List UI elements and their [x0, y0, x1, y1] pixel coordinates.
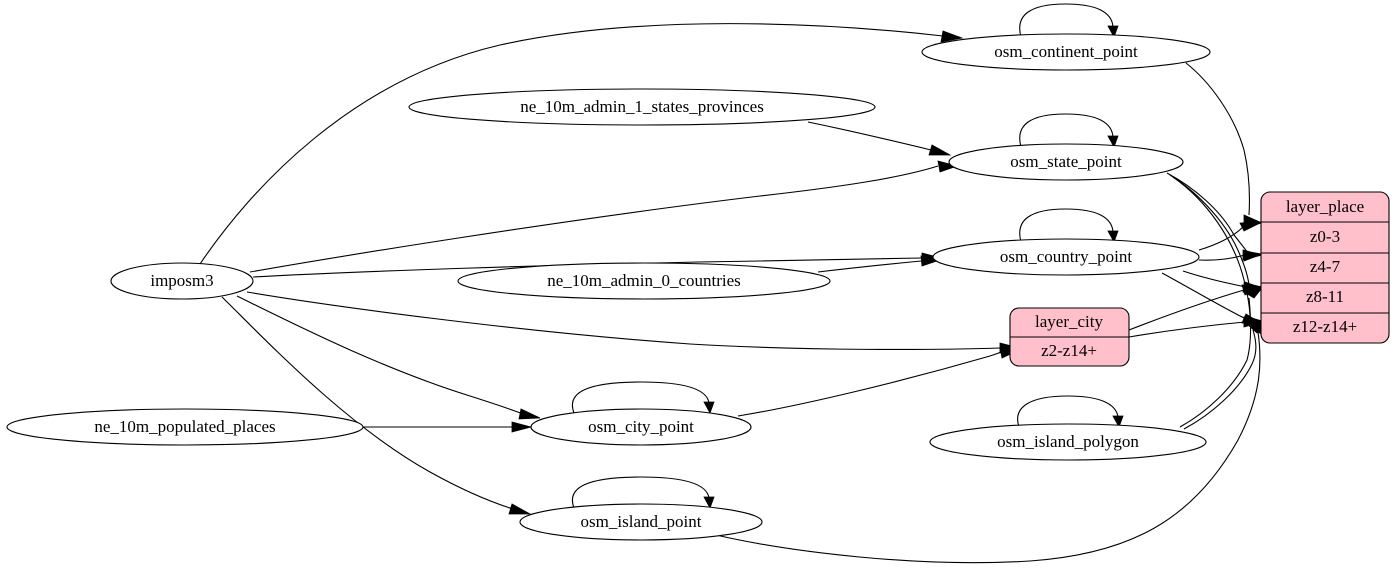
node-osm_country_point-shape[interactable]: [932, 238, 1200, 276]
edge-osm_island_polygon-self-loop: [1017, 395, 1119, 428]
node-osm_city_point[interactable]: osm_city_point: [530, 408, 752, 446]
edge-osm_state_point-self-loop: [1019, 113, 1114, 148]
edge-osm_country_point-to-layer_place-z0-3: [1198, 226, 1244, 251]
edge-layer: [199, 3, 1264, 564]
node-layer_place-row-z0-3[interactable]: z0-3: [1310, 227, 1340, 246]
arrowhead-icon: [928, 144, 952, 156]
node-layer_city-row-z2-z14plus[interactable]: z2-z14+: [1041, 341, 1097, 360]
arrowhead-icon: [937, 160, 959, 173]
arrowhead-icon: [940, 30, 964, 43]
edge-osm_island_point-to-layer_place-z12-z14+: [715, 331, 1261, 564]
node-layer_place-row-z8-11[interactable]: z8-11: [1306, 287, 1344, 306]
node-osm_city_point-shape[interactable]: [530, 408, 752, 446]
node-osm_state_point[interactable]: osm_state_point: [948, 143, 1184, 181]
node-ne_10m_admin_1_states_provinces[interactable]: ne_10m_admin_1_states_provinces: [408, 88, 876, 126]
node-ne_10m_admin_0_countries-shape[interactable]: [457, 262, 831, 300]
edge-osm_island_polygon-to-layer_place-z12-z14+: [1183, 329, 1257, 430]
edge-osm_city_point-to-layer_city-z2-z14+: [737, 351, 1002, 417]
node-osm_continent_point[interactable]: osm_continent_point: [921, 33, 1211, 71]
node-ne_10m_admin_1_states_provinces-label: ne_10m_admin_1_states_provinces: [520, 97, 764, 116]
edge-imposm3-to-osm_continent_point: [199, 23, 944, 265]
node-osm_country_point[interactable]: osm_country_point: [932, 238, 1200, 276]
edge-osm_state_point-to-layer_place-z8-11: [1169, 174, 1250, 286]
node-osm_state_point-label: osm_state_point: [1010, 152, 1122, 171]
node-imposm3-label: imposm3: [150, 271, 213, 290]
node-osm_island_point[interactable]: osm_island_point: [519, 503, 763, 541]
node-osm_continent_point-shape[interactable]: [921, 33, 1211, 71]
node-layer_place-row-z4-7[interactable]: z4-7: [1310, 257, 1341, 276]
edge-layer_city-to-layer_place-z12-z14+: [1128, 321, 1246, 338]
arrowhead-icon: [511, 421, 533, 433]
node-imposm3[interactable]: imposm3: [110, 262, 254, 300]
arrowhead-icon: [703, 496, 715, 509]
edge-osm_state_point-to-layer_place-z4-7: [1166, 172, 1249, 254]
arrowhead-icon: [703, 401, 715, 414]
node-ne_10m_populated_places-shape[interactable]: [6, 408, 364, 446]
arrowhead-icon: [518, 408, 541, 420]
edge-osm_country_point-self-loop: [1019, 208, 1114, 243]
node-layer_place[interactable]: layer_place z0-3 z4-7 z8-11 z12-z14+: [1260, 191, 1390, 344]
edge-osm_continent_point-to-layer_place-z0-3: [1185, 62, 1251, 216]
node-layer_place-title: layer_place: [1286, 197, 1364, 216]
node-layer_city-title: layer_city: [1035, 312, 1103, 331]
edge-osm_country_point-to-layer_place-z4-7: [1198, 254, 1246, 261]
edge-osm_state_point-to-layer_place-z12-z14+: [1172, 176, 1251, 319]
edge-osm_island_polygon-to-layer_place-z8-11: [1179, 297, 1252, 428]
edge-ne_10m_admin_0_countries-to-osm_country_point: [817, 260, 922, 273]
node-osm_state_point-shape[interactable]: [948, 143, 1184, 181]
edge-osm_continent_point-self-loop: [1019, 3, 1114, 38]
node-ne_10m_admin_0_countries[interactable]: ne_10m_admin_0_countries: [457, 262, 831, 300]
node-ne_10m_populated_places-label: ne_10m_populated_places: [94, 417, 275, 436]
node-osm_island_polygon[interactable]: osm_island_polygon: [929, 423, 1207, 461]
node-osm_continent_point-label: osm_continent_point: [994, 42, 1138, 61]
node-imposm3-shape[interactable]: [110, 262, 254, 300]
node-ne_10m_admin_1_states_provinces-shape[interactable]: [408, 88, 876, 126]
edge-osm_island_point-self-loop: [571, 476, 710, 509]
node-osm_island_point-shape[interactable]: [519, 503, 763, 541]
edge-osm_city_point-self-loop: [571, 381, 710, 414]
node-osm_island_polygon-shape[interactable]: [929, 423, 1207, 461]
arrowhead-icon: [1242, 287, 1264, 299]
record-node-layer: layer_place z0-3 z4-7 z8-11 z12-z14+ lay…: [1009, 191, 1390, 367]
node-ne_10m_populated_places[interactable]: ne_10m_populated_places: [6, 408, 364, 446]
node-layer_place-body[interactable]: [1260, 191, 1390, 344]
node-osm_country_point-label: osm_country_point: [1000, 247, 1132, 266]
edge-imposm3-to-osm_island_point: [221, 296, 514, 510]
arrowhead-icon: [508, 503, 532, 515]
node-layer: imposm3 ne_10m_admin_1_states_provinces …: [6, 33, 1211, 541]
edge-osm_country_point-to-layer_place-z8-11: [1182, 270, 1247, 288]
arrowhead-icon: [1107, 135, 1119, 148]
arrowhead-icon: [1112, 415, 1124, 428]
arrowhead-icon: [920, 255, 942, 267]
edge-osm_country_point-to-layer_place-z12-z14+: [1161, 272, 1245, 319]
node-osm_island_polygon-label: osm_island_polygon: [997, 432, 1139, 451]
arrowhead-icon: [1242, 249, 1264, 261]
edge-imposm3-to-osm_city_point: [236, 295, 524, 415]
arrowhead-icon: [1239, 221, 1263, 232]
edge-imposm3-to-layer_city: [246, 291, 1001, 351]
edge-imposm3-to-osm_state_point: [249, 165, 939, 273]
edge-ne_10m_admin_1_states_provinces-to-osm_state_point: [807, 121, 932, 151]
edge-layer_city-to-layer_place-z8-11: [1128, 289, 1245, 331]
node-ne_10m_admin_0_countries-label: ne_10m_admin_0_countries: [547, 271, 741, 290]
node-osm_city_point-label: osm_city_point: [588, 417, 694, 436]
arrowhead-icon: [1107, 230, 1119, 243]
node-layer_place-row-z12-z14plus[interactable]: z12-z14+: [1293, 317, 1357, 336]
node-osm_island_point-label: osm_island_point: [581, 512, 702, 531]
arrowhead-icon: [1107, 25, 1119, 38]
node-layer_city[interactable]: layer_city z2-z14+: [1009, 307, 1130, 367]
